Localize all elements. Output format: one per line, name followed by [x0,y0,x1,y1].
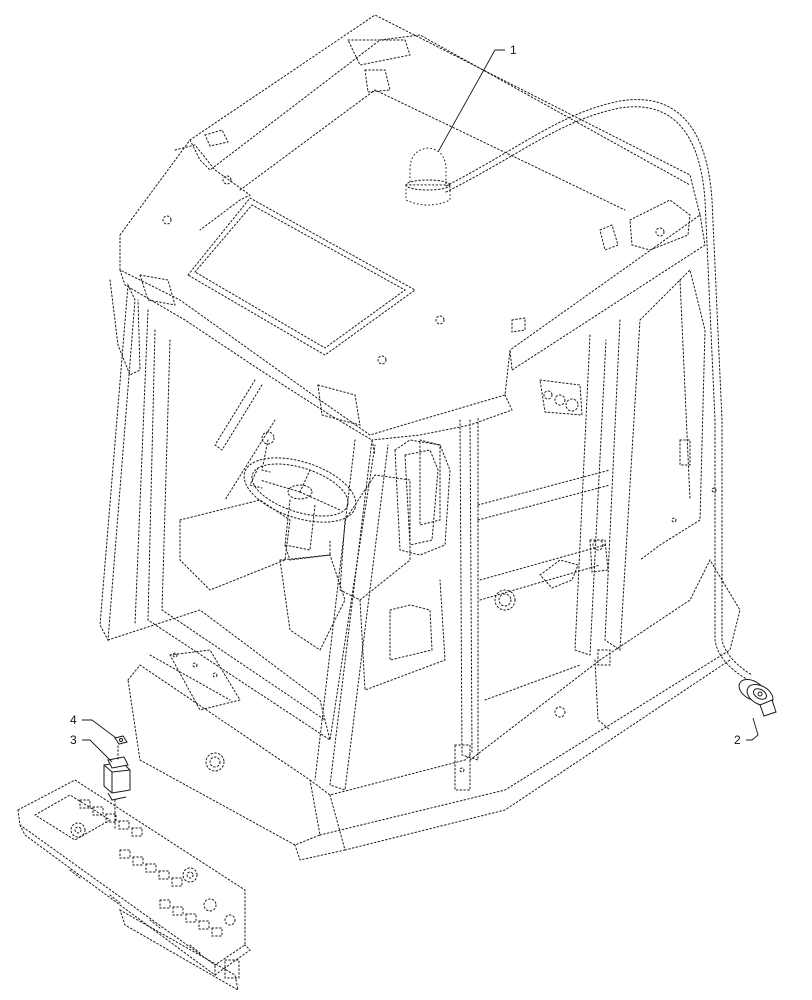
beacon-cable [445,99,753,681]
cab-assembly [99,14,741,861]
callout-4: 4 [70,713,117,739]
callout-2-label: 2 [734,733,741,747]
retaining-clip [114,735,128,745]
switch-mount-axis [114,745,119,831]
callout-1-label: 1 [510,43,517,57]
power-socket [738,679,777,717]
switch-panel [17,779,251,991]
callout-2: 2 [734,717,759,747]
rocker-switch [103,756,131,801]
beacon-lamp [405,147,451,206]
callout-1: 1 [437,43,517,153]
callout-4-label: 4 [70,713,77,727]
callout-3-label: 3 [70,733,77,747]
callout-3: 3 [70,733,113,763]
